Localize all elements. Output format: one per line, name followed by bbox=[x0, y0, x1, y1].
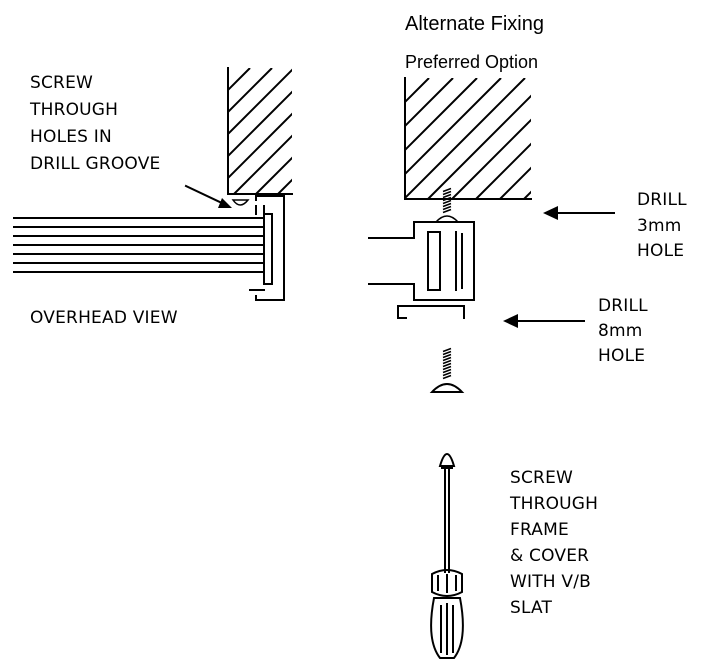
screw-frame-line-1: SCREW bbox=[510, 468, 573, 488]
screw-frame-line-5: WITH V/B bbox=[510, 572, 591, 592]
overhead-view-label: OVERHEAD VIEW bbox=[30, 308, 178, 328]
screw-frame-label: SCREW THROUGH FRAME & COVER WITH V/B SLA… bbox=[509, 468, 598, 618]
screw-groove-line-1: SCREW bbox=[30, 73, 93, 93]
groove-screw-head bbox=[231, 199, 250, 206]
preferred-option-title: Preferred Option bbox=[405, 52, 538, 72]
bracket-side-view bbox=[368, 221, 475, 319]
screw-groove-label: SCREW THROUGH HOLES IN DRILL GROOVE bbox=[29, 73, 160, 174]
right-wall bbox=[404, 77, 532, 200]
drill-8mm-arrow bbox=[503, 314, 585, 328]
screw-groove-line-2: THROUGH bbox=[29, 100, 118, 120]
screwdriver bbox=[430, 453, 464, 659]
drill-3mm-line-3: HOLE bbox=[637, 241, 684, 261]
drill-3mm-label: DRILL 3mm HOLE bbox=[637, 190, 687, 261]
overhead-view-drawing bbox=[13, 67, 293, 301]
drill-8mm-label: DRILL 8mm HOLE bbox=[598, 296, 648, 366]
drill-3mm-line-2: 3mm bbox=[637, 216, 682, 236]
drill-8mm-line-1: DRILL bbox=[598, 296, 648, 316]
groove-arrow bbox=[184, 184, 232, 208]
right-wall-hatching bbox=[405, 78, 531, 199]
loose-screw bbox=[429, 347, 465, 393]
drill-8mm-line-3: HOLE bbox=[598, 346, 645, 366]
left-wall bbox=[227, 67, 293, 195]
screw-frame-line-4: & COVER bbox=[510, 546, 589, 566]
screw-groove-line-3: HOLES IN bbox=[30, 127, 112, 147]
blind-slats bbox=[13, 217, 263, 273]
drill-3mm-arrow bbox=[543, 206, 615, 220]
screw-groove-line-4: DRILL GROOVE bbox=[30, 154, 160, 174]
drill-8mm-line-2: 8mm bbox=[598, 321, 643, 341]
screw-frame-line-2: THROUGH bbox=[509, 494, 598, 514]
alternate-fixing-title: Alternate Fixing bbox=[405, 13, 544, 35]
drill-3mm-line-1: DRILL bbox=[637, 190, 687, 210]
top-screw bbox=[434, 187, 460, 223]
screw-frame-line-6: SLAT bbox=[510, 598, 553, 618]
screw-frame-line-3: FRAME bbox=[510, 520, 569, 540]
headrail-profile bbox=[249, 195, 285, 301]
